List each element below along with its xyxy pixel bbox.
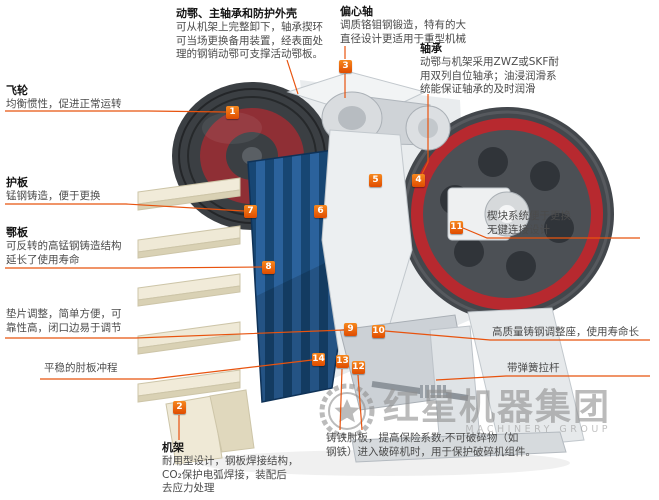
leader-toggle-plate-1 (339, 368, 343, 431)
callout-body: 平稳的肘板冲程 (44, 362, 118, 374)
foot-bar (351, 431, 567, 463)
leader-adjust-seat (384, 330, 650, 341)
leader-flywheel (5, 110, 227, 113)
part-marker-3: 3 (339, 60, 352, 73)
part-marker-7: 7 (244, 205, 257, 218)
callout-body: 铸铁肘板，提高保险系数,不可破碎物（如 钢铁）进入破碎机时，用于保护破碎机组件。 (326, 432, 536, 458)
callout-flywheel: 飞轮 均衡惯性，促进正常运转 (6, 84, 176, 112)
callout-title: 鄂板 (6, 226, 28, 239)
leader-toggle-plate-2 (357, 374, 363, 431)
callout-body: 高质量铸钢调整座，使用寿命长 (492, 326, 639, 338)
part-marker-14: 14 (312, 353, 325, 366)
callout-title: 护板 (6, 176, 28, 189)
part-marker-11: 11 (450, 221, 463, 234)
callout-eccentric-shaft: 偏心轴 调质铬钼钢锻造，特有的大 直径设计更适用于重型机械 (340, 5, 520, 46)
callout-spring-rod: 带弹簧拉杆 (507, 362, 627, 376)
callout-body: 耐用型设计，钢板焊接结构， CO₂保护电弧焊接，装配后 去应力处理 (162, 455, 299, 494)
callout-title: 飞轮 (6, 84, 28, 97)
tension-spring (420, 385, 446, 398)
callout-toggle-plate: 铸铁肘板，提高保险系数,不可破碎物（如 钢铁）进入破碎机时，用于保护破碎机组件。 (326, 432, 546, 459)
callout-body: 垫片调整，简单方便，可 靠性高，闭口边易于调节 (6, 308, 122, 334)
leader-shim-adjust (5, 329, 345, 339)
part-marker-6: 6 (314, 205, 327, 218)
part-marker-9: 9 (344, 323, 357, 336)
part-marker-13: 13 (336, 355, 349, 368)
callout-body: 调质铬钼钢锻造，特有的大 直径设计更适用于重型机械 (340, 19, 466, 45)
callout-body: 锰钢铸造，便于更换 (6, 190, 101, 202)
leader-toggle-stroke (40, 359, 313, 380)
callout-shim-adjust: 垫片调整，简单方便，可 靠性高，闭口边易于调节 (6, 308, 166, 335)
callout-title: 机架 (162, 441, 184, 454)
callout-body: 动鄂与机架采用ZWZ或SKF耐 用双列自位轴承；油浸润滑系 统能保证轴承的及时润… (420, 56, 559, 95)
stand-right (467, 307, 585, 449)
part-marker-1: 1 (226, 106, 239, 119)
callout-title: 轴承 (420, 42, 442, 55)
callout-frame: 机架 耐用型设计，钢板焊接结构， CO₂保护电弧焊接，装配后 去应力处理 (162, 441, 352, 496)
callout-adjust-seat: 高质量铸钢调整座，使用寿命长 (492, 326, 657, 340)
callout-moving-jaw: 动鄂、主轴承和防护外壳 可从机架上完整卸下，轴承揳环 可当场更换备用装置，经表面… (176, 7, 376, 62)
part-marker-10: 10 (372, 325, 385, 338)
leader-wedge (462, 227, 640, 239)
hopper-leg-rear (209, 389, 255, 453)
leader-moving-jaw (286, 59, 299, 95)
callout-jaw-plate: 鄂板 可反转的高锰钢铸造结构 延长了使用寿命 (6, 226, 181, 267)
part-marker-5: 5 (369, 174, 382, 187)
part-marker-8: 8 (262, 261, 275, 274)
leader-bearing (419, 94, 429, 179)
callout-toggle-stroke: 平稳的肘板冲程 (44, 362, 184, 376)
part-marker-4: 4 (412, 174, 425, 187)
part-marker-12: 12 (352, 361, 365, 374)
hopper-steps (137, 177, 255, 465)
leader-jaw-plate (5, 266, 263, 269)
callout-guard-plate: 护板 锰钢铸造，便于更换 (6, 176, 166, 204)
leader-guard-plate (5, 203, 245, 212)
callout-wedge-system: 楔块系统便于更换 无键连接设计 (487, 210, 647, 237)
callout-body: 可反转的高锰钢铸造结构 延长了使用寿命 (6, 240, 122, 266)
part-marker-2: 2 (173, 401, 186, 414)
callout-bearing: 轴承 动鄂与机架采用ZWZ或SKF耐 用双列自位轴承；油浸润滑系 统能保证轴承的… (420, 42, 610, 97)
frame-body (286, 71, 585, 463)
callout-body: 楔块系统便于更换 无键连接设计 (487, 210, 571, 236)
callout-title: 偏心轴 (340, 5, 373, 18)
callout-title: 动鄂、主轴承和防护外壳 (176, 7, 297, 20)
callout-body: 带弹簧拉杆 (507, 362, 560, 374)
callout-body: 均衡惯性，促进正常运转 (6, 98, 122, 110)
callout-body: 可从机架上完整卸下，轴承揳环 可当场更换备用装置，经表面处 理的钢销动鄂可支撑活… (176, 21, 323, 60)
leader-spring-rod (435, 375, 650, 381)
